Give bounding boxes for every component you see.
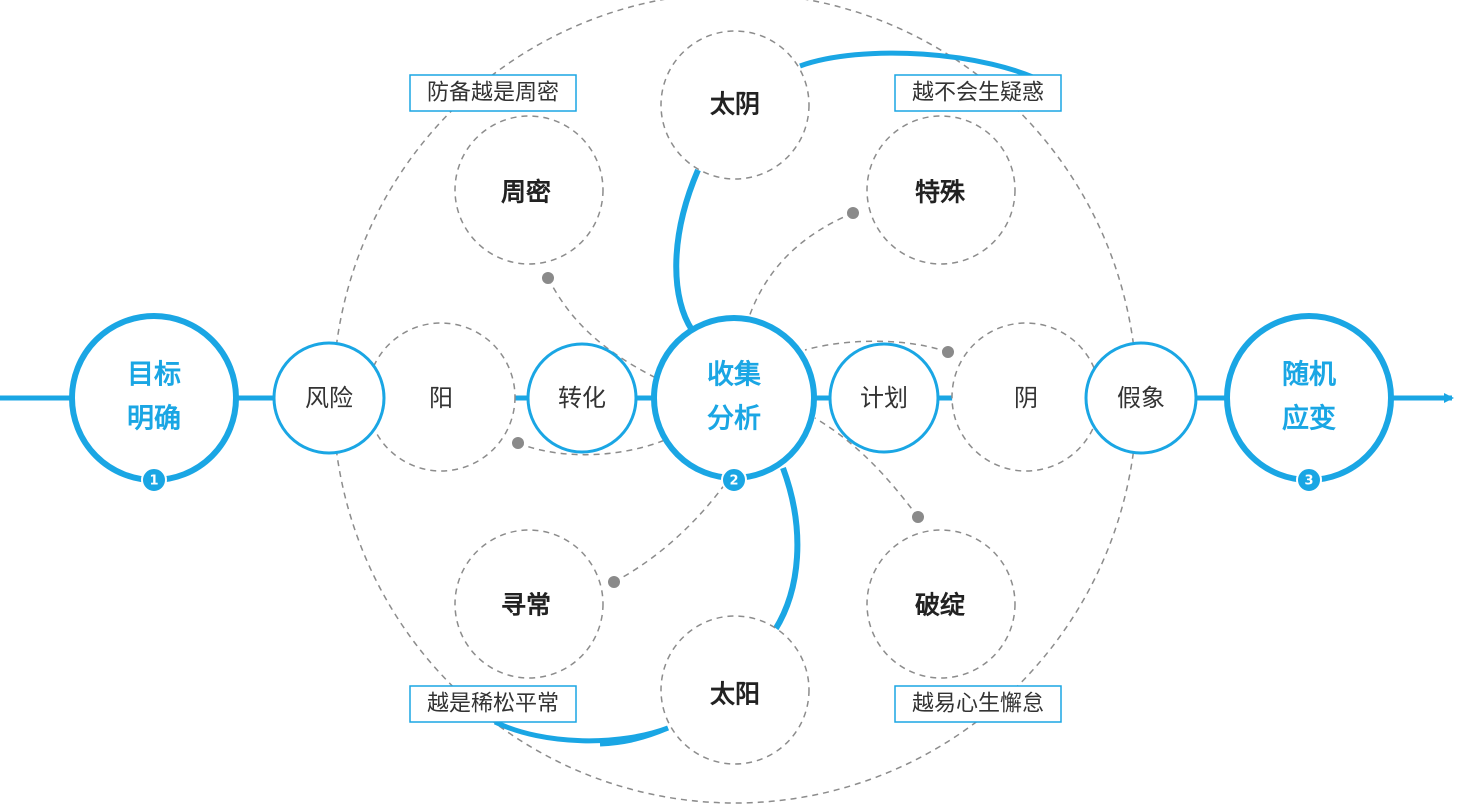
stage-center-line2: 分析 <box>707 404 761 435</box>
concept-yin-label: 阴 <box>1014 384 1038 412</box>
blue-arc-bottom-overlay <box>599 725 669 747</box>
callout-top-right-box <box>894 74 1062 112</box>
connector-pozhan <box>814 417 919 518</box>
stage-end-line1: 随机 <box>1282 360 1336 391</box>
node-risk-label: 风险 <box>305 384 353 412</box>
stage-start-line1: 目标 <box>127 360 181 391</box>
node-risk <box>272 341 386 455</box>
concept-zhoumi-label: 周密 <box>501 178 551 207</box>
connector-yang <box>517 439 666 456</box>
callout-bottom-right: 越易心生懈怠 <box>912 692 1044 717</box>
badge-1 <box>141 467 167 493</box>
dot-yang <box>512 437 524 449</box>
node-convert <box>526 342 638 454</box>
connector-teshu <box>747 212 854 321</box>
blue-arc-lower <box>772 466 801 632</box>
connector-yin <box>804 340 949 353</box>
dot-zhoumi <box>542 272 554 284</box>
dot-teshu <box>847 207 859 219</box>
stage-start-line2: 明确 <box>127 403 181 435</box>
callout-bottom-left-box <box>409 685 577 723</box>
badge-3-label: 3 <box>1304 474 1313 489</box>
stage-start <box>69 313 239 483</box>
callout-top-right: 越不会生疑惑 <box>912 81 1044 106</box>
callout-bottom-right-box <box>894 685 1062 723</box>
circle-taiyin <box>660 30 810 180</box>
concept-taiyang-label: 太阳 <box>710 680 760 709</box>
concept-taiyin-label: 太阴 <box>710 90 760 119</box>
node-illusion-label: 假象 <box>1117 384 1165 412</box>
stage-end <box>1224 313 1394 483</box>
node-illusion <box>1084 341 1198 455</box>
circle-teshu <box>866 115 1016 265</box>
concept-yang-label: 阳 <box>429 384 453 412</box>
concept-pozhan-label: 破绽 <box>915 591 965 620</box>
connector-zhoumi <box>547 277 661 381</box>
circle-pozhan <box>866 529 1016 679</box>
stage-center <box>651 315 817 481</box>
dot-yin <box>942 346 954 358</box>
callout-bottom-left: 越是稀松平常 <box>427 692 559 717</box>
node-convert-label: 转化 <box>558 384 606 412</box>
badge-3 <box>1296 467 1322 493</box>
stage-center-line1: 收集 <box>707 359 762 391</box>
badge-1-label: 1 <box>149 474 158 489</box>
dot-pozhan <box>912 511 924 523</box>
blue-arc-top <box>799 50 1052 88</box>
badge-2 <box>721 467 747 493</box>
badge-2-label: 2 <box>729 474 738 489</box>
node-plan-label: 计划 <box>860 384 908 412</box>
concept-teshu-label: 特殊 <box>915 178 966 207</box>
callout-top-left: 防备越是周密 <box>427 81 559 106</box>
circle-taiyang <box>660 615 810 765</box>
circle-zhoumi <box>454 115 604 265</box>
circle-xunchang <box>454 529 604 679</box>
blue-arc-upper <box>673 168 701 332</box>
callout-top-left-box <box>409 74 577 112</box>
dot-xunchang <box>608 576 620 588</box>
node-plan <box>828 342 940 454</box>
concept-xunchang-label: 寻常 <box>501 591 551 620</box>
stage-end-line2: 应变 <box>1282 403 1336 435</box>
